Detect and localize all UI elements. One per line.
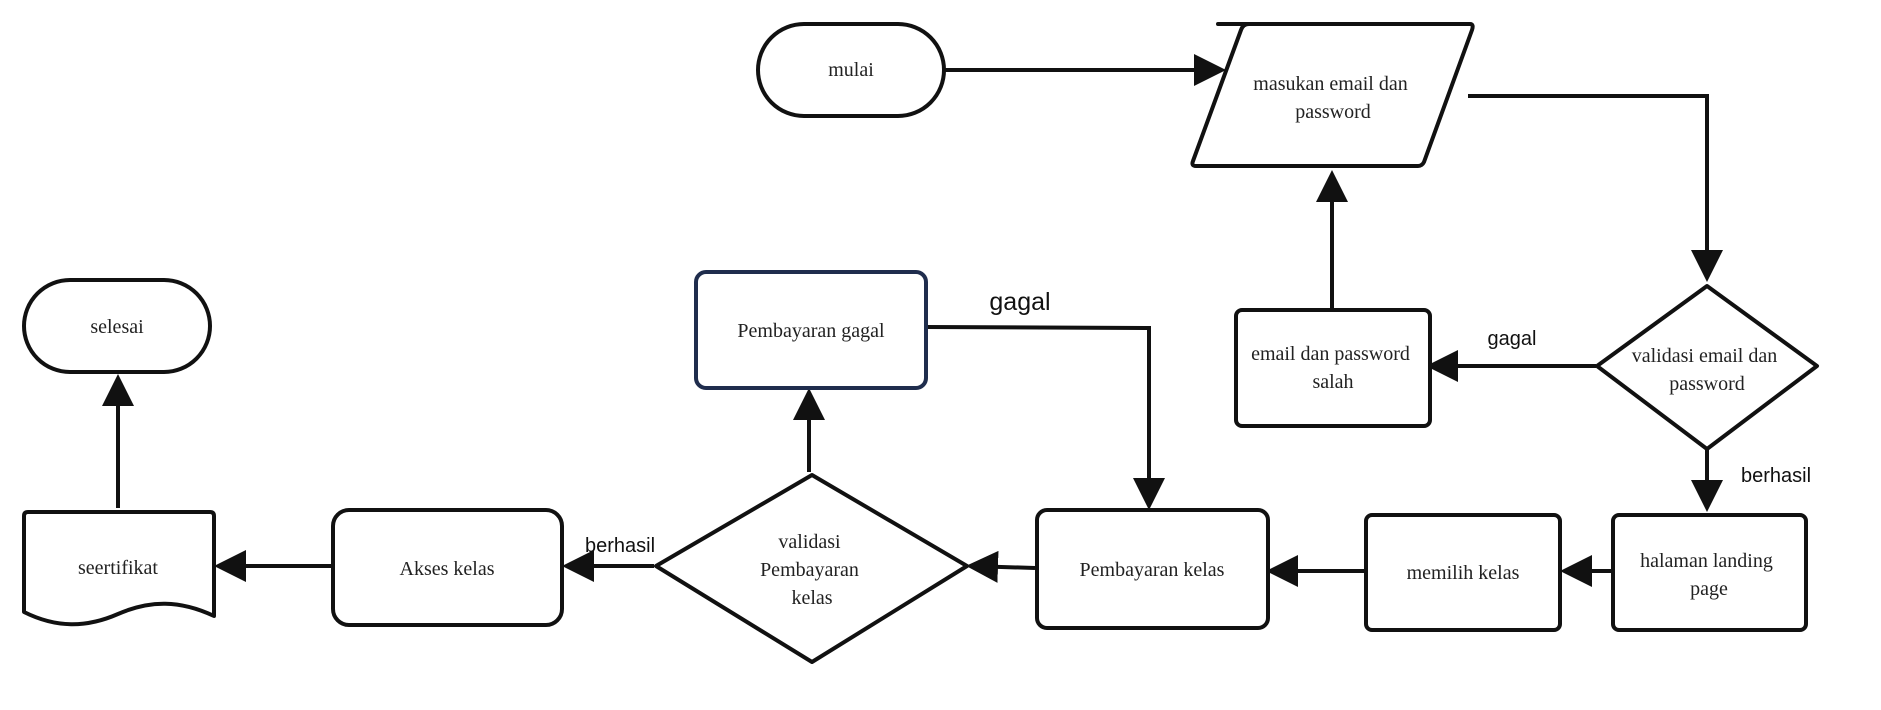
start-label: mulai xyxy=(828,59,874,81)
end-label: selesai xyxy=(90,316,144,338)
end-terminator: selesai xyxy=(22,278,212,374)
edge-label-berhasil-login: berhasil xyxy=(1741,465,1811,487)
process-landing-page-label: halaman landing page xyxy=(1640,550,1778,600)
process-akses-kelas: Akses kelas xyxy=(331,508,564,627)
decision-validasi-pembayaran: validasi Pembayaran kelas xyxy=(654,473,969,664)
decision-validasi-email: validasi email dan password xyxy=(1595,284,1819,451)
edge-label-gagal-bayar: gagal xyxy=(989,288,1050,316)
process-login-salah-label: email dan password salah xyxy=(1251,343,1415,393)
edge-label-gagal-login: gagal xyxy=(1488,328,1537,350)
edge-label-berhasil-bayar: berhasil xyxy=(585,535,655,557)
process-pembayaran-gagal-label: Pembayaran gagal xyxy=(737,320,885,342)
start-terminator: mulai xyxy=(756,22,946,118)
process-memilih-kelas-label: memilih kelas xyxy=(1407,562,1520,584)
edge-gagal-to-pembayaran xyxy=(925,325,1165,510)
process-login-salah: email dan password salah xyxy=(1234,308,1432,428)
process-pembayaran-gagal: Pembayaran gagal xyxy=(694,270,928,390)
document-sertifikat-label: seertifikat xyxy=(78,557,158,579)
process-pembayaran-kelas-label: Pembayaran kelas xyxy=(1080,559,1225,581)
process-landing-page: halaman landing page xyxy=(1611,513,1808,632)
process-akses-kelas-label: Akses kelas xyxy=(400,558,495,580)
decision-validasi-pembayaran-label: validasi Pembayaran kelas xyxy=(760,531,864,609)
process-pembayaran-kelas: Pembayaran kelas xyxy=(1035,508,1270,630)
input-email-password: masukan email dan password xyxy=(1190,22,1475,168)
edge-pembayaran-to-validasi-bayar xyxy=(966,550,1036,583)
document-sertifikat: seertifikat xyxy=(22,510,216,627)
decision-validasi-email-label: validasi email dan password xyxy=(1632,345,1783,395)
process-memilih-kelas: memilih kelas xyxy=(1364,513,1562,632)
edge-input-to-validasi-email xyxy=(1468,94,1723,282)
input-label: masukan email dan password xyxy=(1253,73,1412,123)
